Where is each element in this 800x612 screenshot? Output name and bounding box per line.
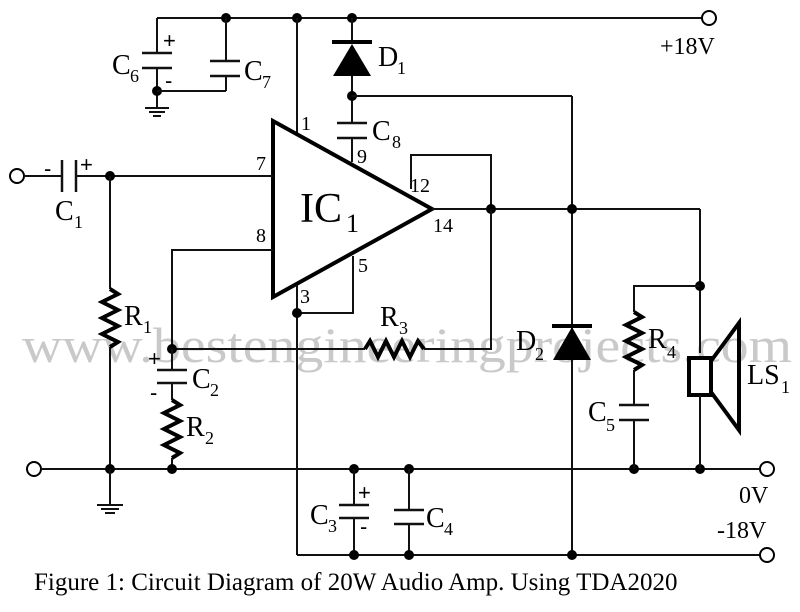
capacitor-c4: C 4 <box>394 469 453 555</box>
diode-d1: D 1 <box>332 18 406 123</box>
d2-subscript: 2 <box>535 344 544 364</box>
pin-3-label: 3 <box>300 286 310 308</box>
junction-dot <box>567 550 577 560</box>
r2-label: R <box>186 412 205 443</box>
positive-rail-label: +18V <box>660 34 716 60</box>
c6-plus-sign: + <box>163 28 176 53</box>
junction-dot <box>349 550 359 560</box>
resistor-r1: R 1 <box>97 176 152 467</box>
ls1-label: LS <box>747 360 780 391</box>
r1-subscript: 1 <box>143 317 152 337</box>
d2-diode-icon <box>553 327 591 360</box>
speaker-ls1: LS 1 <box>687 316 790 469</box>
figure-caption: Figure 1: Circuit Diagram of 20W Audio A… <box>34 569 677 596</box>
junction-dot <box>404 550 414 560</box>
resistor-r3: R 3 <box>172 209 492 362</box>
junction-dot <box>292 308 302 318</box>
speaker-icon <box>687 356 713 397</box>
pin-9-label: 9 <box>357 146 367 168</box>
c4-subscript: 4 <box>444 519 453 539</box>
r3-subscript: 3 <box>399 318 408 338</box>
negative-rail-label: -18V <box>717 518 767 544</box>
negative-supply-terminal[interactable] <box>759 547 775 563</box>
ic-subscript: 1 <box>346 209 359 238</box>
capacitor-c7: C 7 <box>210 18 271 92</box>
d1-subscript: 1 <box>397 58 406 78</box>
capacitor-c2: + - C 2 <box>148 346 219 405</box>
c1-subscript: 1 <box>74 212 83 232</box>
junction-dot <box>167 464 177 474</box>
input-section: - + C 1 <box>9 152 273 232</box>
ground-rail-label: 0V <box>739 483 769 509</box>
c7-label: C <box>244 56 263 87</box>
input-ground-terminal[interactable] <box>26 461 42 477</box>
d1-label: D <box>378 42 398 73</box>
ic-name: IC <box>300 186 342 232</box>
c1-plus-sign: + <box>80 152 93 177</box>
c2-subscript: 2 <box>210 380 219 400</box>
capacitor-c3: + - C 3 <box>310 469 371 555</box>
positive-rail: +18V <box>157 10 717 60</box>
pin-8-label: 8 <box>256 225 266 247</box>
positive-supply-terminal[interactable] <box>701 10 717 26</box>
r2-resistor-icon <box>159 398 185 460</box>
ic1-amplifier: IC 1 1 9 7 8 12 14 5 3 <box>256 113 453 308</box>
pin-7-label: 7 <box>256 153 266 175</box>
c6-label: C <box>112 50 131 81</box>
r1-label: R <box>124 301 143 332</box>
c6-minus-sign: - <box>165 68 172 93</box>
capacitor-c8: C 8 <box>337 116 401 162</box>
r4-resistor-icon <box>621 310 647 372</box>
c1-label: C <box>55 196 74 227</box>
diode-d2: D 2 <box>516 324 592 364</box>
c8-label: C <box>372 116 391 147</box>
c3-label: C <box>310 500 329 531</box>
c3-subscript: 3 <box>328 516 337 536</box>
d2-label: D <box>516 326 536 357</box>
input-terminal[interactable] <box>9 168 25 184</box>
negative-rail: -18V <box>297 518 775 563</box>
r4-subscript: 4 <box>667 342 676 362</box>
pin-1-label: 1 <box>301 113 311 135</box>
r3-resistor-icon <box>363 336 426 362</box>
watermark-text: www.bestengineeringprojects.com <box>22 317 792 373</box>
ground-supply-terminal[interactable] <box>759 461 775 477</box>
ground-icon <box>97 469 123 514</box>
r1-resistor-icon <box>97 287 123 349</box>
r4-label: R <box>648 324 667 355</box>
c6-subscript: 6 <box>130 66 139 86</box>
resistor-r2: R 2 <box>159 398 214 467</box>
d1-diode-icon <box>333 44 371 76</box>
c5-subscript: 5 <box>606 415 615 435</box>
c3-plus-sign: + <box>358 480 371 505</box>
r2-subscript: 2 <box>205 428 214 448</box>
pin-12-label: 12 <box>410 175 430 197</box>
ground-icon <box>145 107 169 117</box>
capacitor-c5: C 5 <box>588 397 649 469</box>
c1-minus-sign: - <box>44 156 51 181</box>
c8-subscript: 8 <box>392 132 401 152</box>
c2-label: C <box>192 364 211 395</box>
c5-label: C <box>588 397 607 428</box>
r3-label: R <box>380 302 399 333</box>
resistor-r4: R 4 <box>621 285 700 405</box>
ls1-subscript: 1 <box>781 377 790 397</box>
ground-rail: 0V <box>26 461 775 509</box>
c2-minus-sign: - <box>150 380 157 405</box>
capacitor-c6: + - C 6 <box>112 18 176 108</box>
pin-5-label: 5 <box>358 255 368 277</box>
c7-subscript: 7 <box>262 72 271 92</box>
op-amp-triangle-icon <box>271 117 437 301</box>
c4-label: C <box>426 503 445 534</box>
c2-plus-sign: + <box>148 346 161 371</box>
speaker-cone-icon <box>709 316 741 437</box>
junction-dot <box>567 204 577 214</box>
c3-minus-sign: - <box>360 514 367 539</box>
pin-14-label: 14 <box>433 215 453 237</box>
